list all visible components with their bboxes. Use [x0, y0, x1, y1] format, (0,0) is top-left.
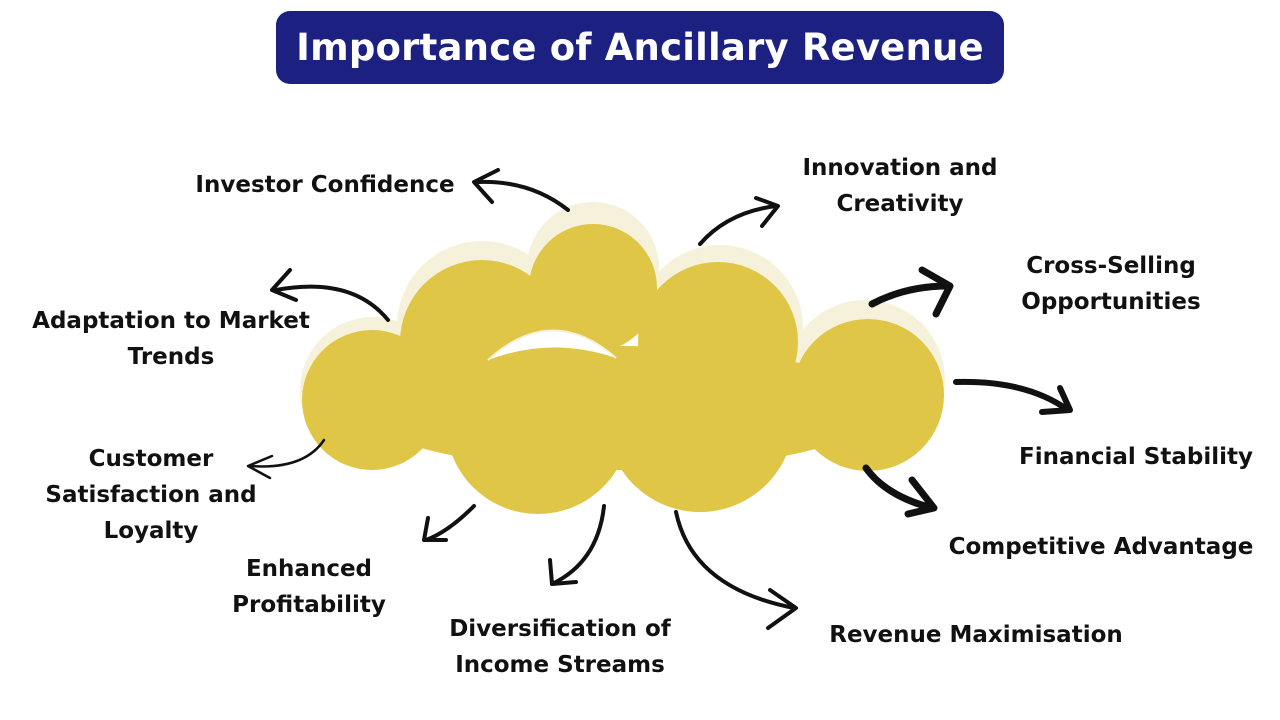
- label-financial-stability: Financial Stability: [1010, 439, 1262, 475]
- arrow-competitive-advantage: [862, 464, 938, 518]
- label-diversification: Diversification of Income Streams: [420, 611, 700, 683]
- label-line: Enhanced: [245, 556, 373, 582]
- label-line: Creativity: [836, 191, 964, 217]
- label-line: Adaptation to Market: [32, 308, 310, 334]
- label-investor-confidence: Investor Confidence: [180, 167, 470, 203]
- arrow-financial-stability: [953, 378, 1073, 415]
- arrow-enhanced-profitability: [422, 504, 476, 542]
- label-line: Diversification of: [449, 616, 671, 642]
- arrow-investor-confidence: [472, 168, 570, 212]
- label-adaptation: Adaptation to Market Trends: [26, 303, 316, 375]
- arrow-adaptation: [270, 268, 390, 322]
- label-customer-satisfaction: Customer Satisfaction and Loyalty: [30, 441, 272, 549]
- label-line: Innovation and: [802, 155, 998, 181]
- label-line: Profitability: [232, 592, 386, 618]
- arrow-innovation: [698, 196, 780, 246]
- label-cross-selling: Cross-Selling Opportunities: [980, 248, 1242, 320]
- label-line: Satisfaction and: [45, 482, 257, 508]
- label-revenue-maximisation: Revenue Maximisation: [820, 617, 1132, 653]
- label-line: Financial Stability: [1019, 444, 1253, 470]
- cloud-notch: [487, 329, 617, 361]
- label-line: Competitive Advantage: [948, 534, 1254, 560]
- cloud-shape: [302, 224, 944, 514]
- label-line: Investor Confidence: [195, 172, 455, 198]
- label-innovation: Innovation and Creativity: [760, 150, 1040, 222]
- label-line: Trends: [127, 344, 215, 370]
- label-line: Income Streams: [455, 652, 665, 678]
- title-banner: Importance of Ancillary Revenue: [276, 11, 1004, 84]
- label-enhanced-profitability: Enhanced Profitability: [204, 551, 414, 623]
- arrow-diversification: [548, 504, 606, 586]
- arrows: [246, 168, 1073, 630]
- label-line: Revenue Maximisation: [829, 622, 1123, 648]
- page-title: Importance of Ancillary Revenue: [296, 26, 984, 69]
- label-competitive-advantage: Competitive Advantage: [940, 529, 1262, 565]
- arrow-cross-selling: [868, 266, 954, 318]
- label-line: Loyalty: [103, 518, 199, 544]
- arrow-revenue-maximisation: [674, 510, 798, 630]
- label-line: Opportunities: [1021, 289, 1201, 315]
- label-line: Customer: [88, 446, 214, 472]
- arrow-customer-satisfaction: [246, 438, 326, 480]
- label-line: Cross-Selling: [1026, 253, 1196, 279]
